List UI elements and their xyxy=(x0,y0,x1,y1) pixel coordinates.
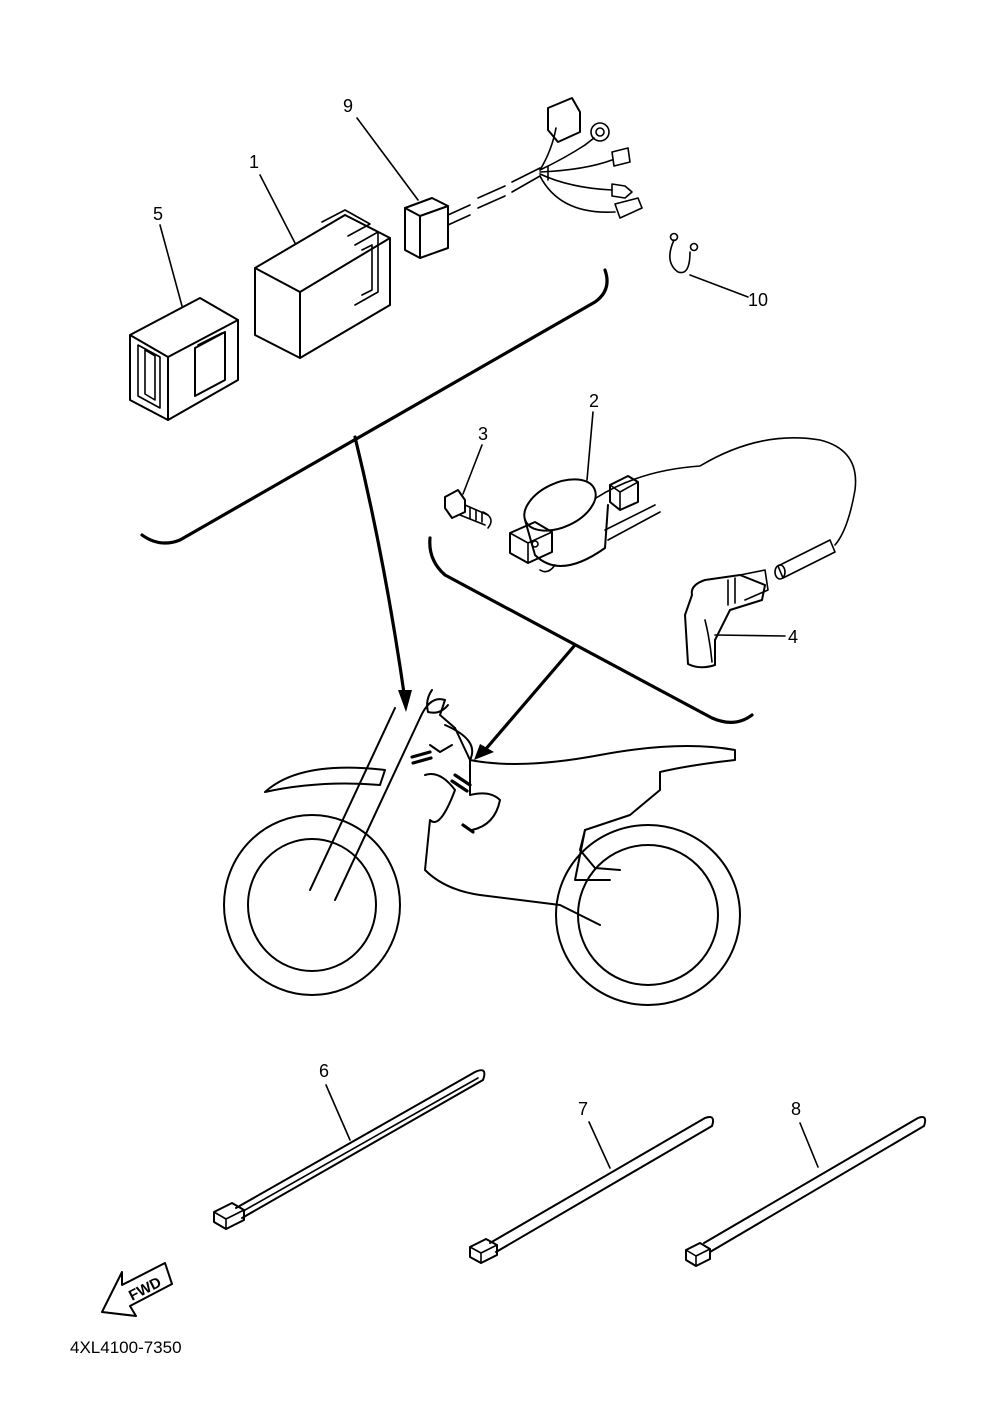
label-part-6: 6 xyxy=(319,1061,329,1081)
label-part-1: 1 xyxy=(249,152,259,172)
label-part-5: 5 xyxy=(153,204,163,224)
part-8-cable-tie xyxy=(685,1116,927,1267)
label-part-2: 2 xyxy=(589,391,599,411)
lower-group-bracket xyxy=(428,536,754,760)
label-part-10: 10 xyxy=(748,290,768,310)
part-5-connector xyxy=(129,297,239,421)
part-9-wire-harness xyxy=(404,97,643,259)
fwd-arrow-icon: FWD xyxy=(101,1262,173,1317)
upper-group-bracket xyxy=(140,268,609,712)
part-7-cable-tie xyxy=(469,1116,715,1264)
part-labels: 1 2 3 4 5 6 7 8 9 10 xyxy=(153,96,801,1119)
part-10-clamp xyxy=(669,232,749,298)
fwd-label: FWD xyxy=(126,1274,164,1305)
part-1-cdi-unit xyxy=(254,209,391,359)
label-part-8: 8 xyxy=(791,1099,801,1119)
figure-code: 4XL4100-7350 xyxy=(70,1338,182,1357)
part-6-cable-tie xyxy=(213,1069,486,1230)
part-2-ignition-coil xyxy=(509,437,857,573)
leader-lines xyxy=(159,117,819,1169)
label-part-7: 7 xyxy=(578,1099,588,1119)
part-4-plug-cap xyxy=(684,539,836,669)
label-part-3: 3 xyxy=(478,424,488,444)
part-3-bolt xyxy=(444,489,492,529)
label-part-4: 4 xyxy=(788,627,798,647)
label-part-9: 9 xyxy=(343,96,353,116)
motorcycle-silhouette xyxy=(223,689,741,1006)
